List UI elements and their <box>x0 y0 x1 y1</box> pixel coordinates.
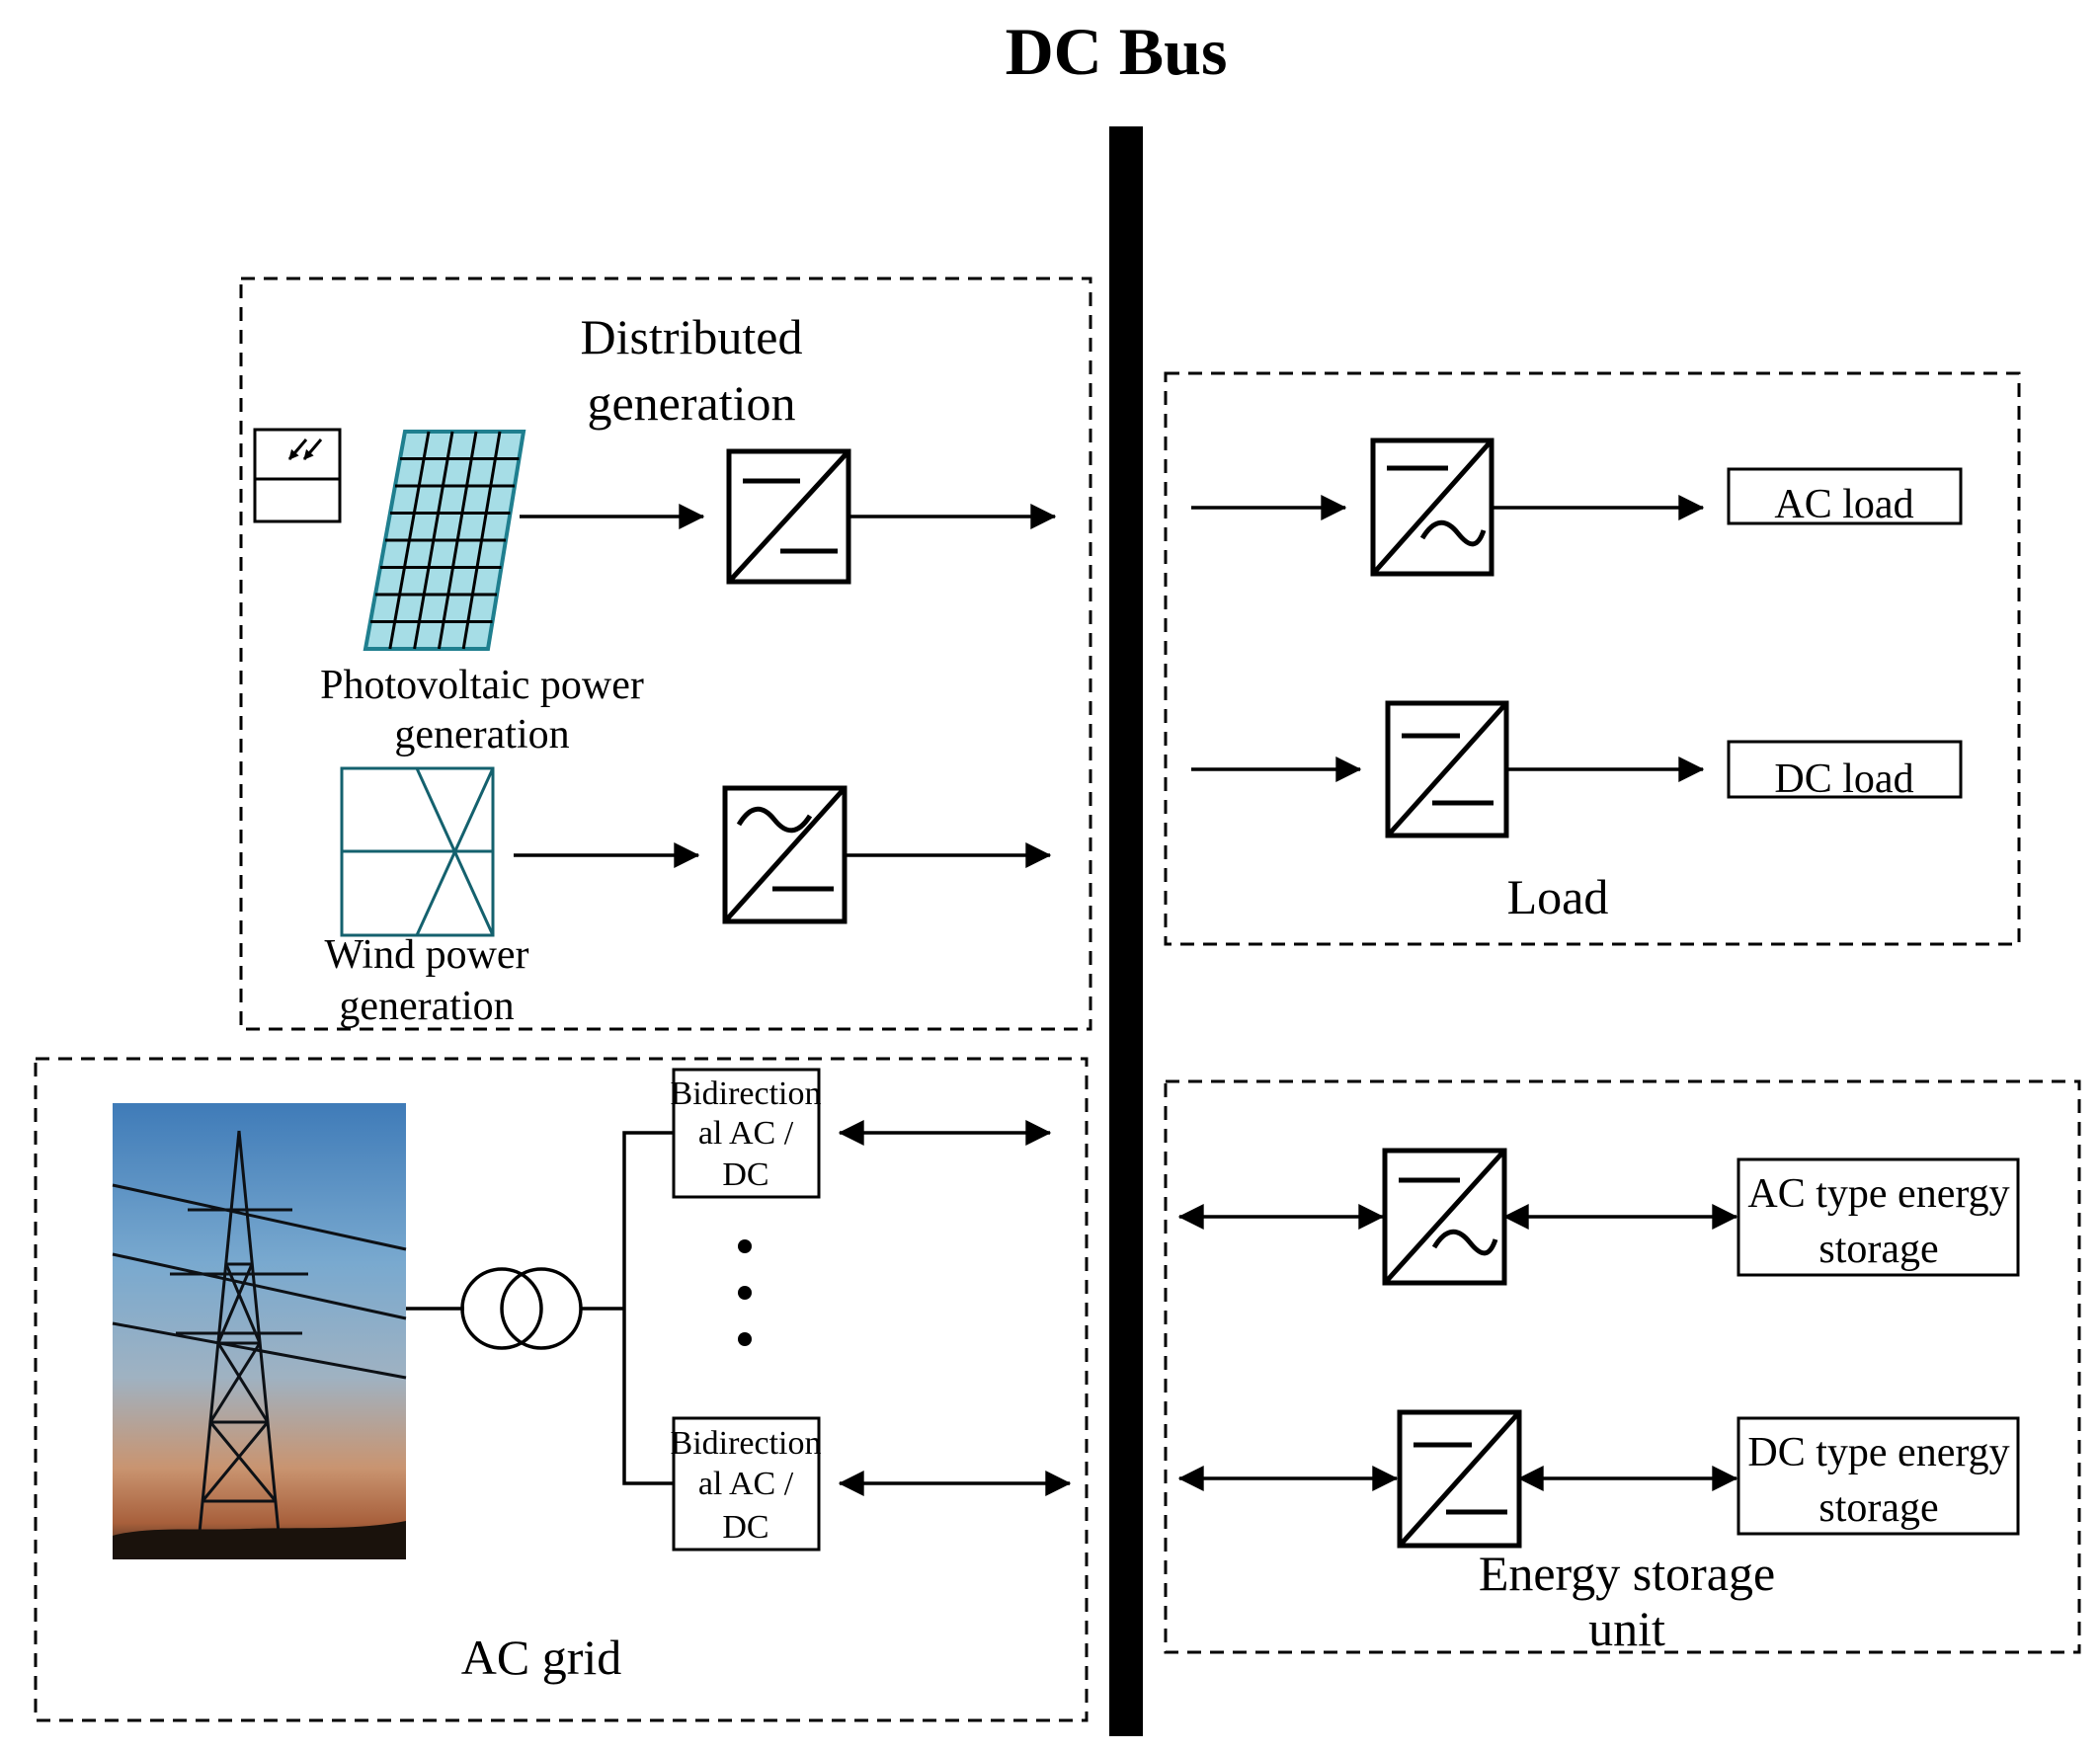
distributed-generation-frame <box>239 277 1092 1031</box>
energy-storage-group: AC type energy storage DC type energy st… <box>1164 1079 2081 1656</box>
wind-acdc-converter <box>722 785 848 924</box>
pv-label-line1: Photovoltaic power <box>320 663 644 708</box>
dc-load-label: DC load <box>1774 757 1913 802</box>
ac-load-label: AC load <box>1774 482 1913 527</box>
ac-grid-frame <box>34 1057 1089 1722</box>
dc-storage-box <box>1737 1416 2020 1536</box>
ellipsis-dot <box>738 1239 752 1253</box>
distributed-generation-title-line2: generation <box>587 375 795 431</box>
pv-label-line2: generation <box>394 712 569 757</box>
ac-storage-acdc-converter <box>1382 1148 1507 1286</box>
power-tower-photo <box>112 1103 407 1559</box>
converter2-label-line1: Bidirection <box>671 1425 822 1462</box>
ac-storage-box <box>1737 1157 2020 1277</box>
solar-panel-icon <box>363 430 526 651</box>
bidirectional-acdc-converter-1 <box>672 1068 821 1199</box>
converter1-label-line1: Bidirection <box>671 1075 822 1112</box>
distributed-generation-group: Distributed generation Photovoltaic powe… <box>239 277 1092 1031</box>
ellipsis-dot <box>738 1286 752 1300</box>
converter1-label-line2: al AC / <box>698 1115 794 1152</box>
distributed-generation-title-line1: Distributed <box>581 309 803 364</box>
wind-turbine-icon <box>340 766 495 937</box>
energy-storage-title-line1: Energy storage <box>1479 1546 1775 1601</box>
pv-dcdc-converter <box>726 448 851 585</box>
load-title: Load <box>1507 869 1609 924</box>
sunlight-icon <box>253 428 342 523</box>
wind-label-line1: Wind power <box>324 932 528 978</box>
bidirectional-acdc-converter-2 <box>672 1416 821 1552</box>
ac-grid-title: AC grid <box>461 1630 622 1685</box>
ac-load-dcac-inverter <box>1370 438 1494 577</box>
converter2-label-line2: al AC / <box>698 1466 794 1502</box>
diagram-title: DC Bus <box>1006 14 1228 89</box>
converter1-label-line3: DC <box>722 1156 768 1193</box>
dc-load-dcdc-converter <box>1385 700 1509 838</box>
load-group: AC load DC load Load <box>1164 371 2021 946</box>
ellipsis-dot <box>738 1332 752 1346</box>
transformer-icon <box>460 1267 583 1350</box>
energy-storage-title-line2: unit <box>1588 1601 1665 1656</box>
dc-storage-label-line2: storage <box>1818 1485 1938 1531</box>
ac-grid-group: Bidirection al AC / DC Bidirection al AC… <box>34 1057 1089 1722</box>
transformer-branch-wire <box>622 1131 674 1485</box>
dc-load-box <box>1727 740 1963 799</box>
load-frame <box>1164 371 2021 946</box>
dc-storage-dcdc-converter <box>1397 1409 1522 1549</box>
converter2-label-line3: DC <box>722 1509 768 1546</box>
ac-storage-label-line2: storage <box>1818 1227 1938 1272</box>
ac-load-box <box>1727 467 1963 525</box>
wind-label-line2: generation <box>339 984 514 1029</box>
energy-storage-frame <box>1164 1079 2081 1654</box>
dc-storage-label-line1: DC type energy <box>1747 1430 2009 1475</box>
ac-storage-label-line1: AC type energy <box>1747 1171 2009 1217</box>
dc-bus-bar <box>1109 126 1143 1736</box>
